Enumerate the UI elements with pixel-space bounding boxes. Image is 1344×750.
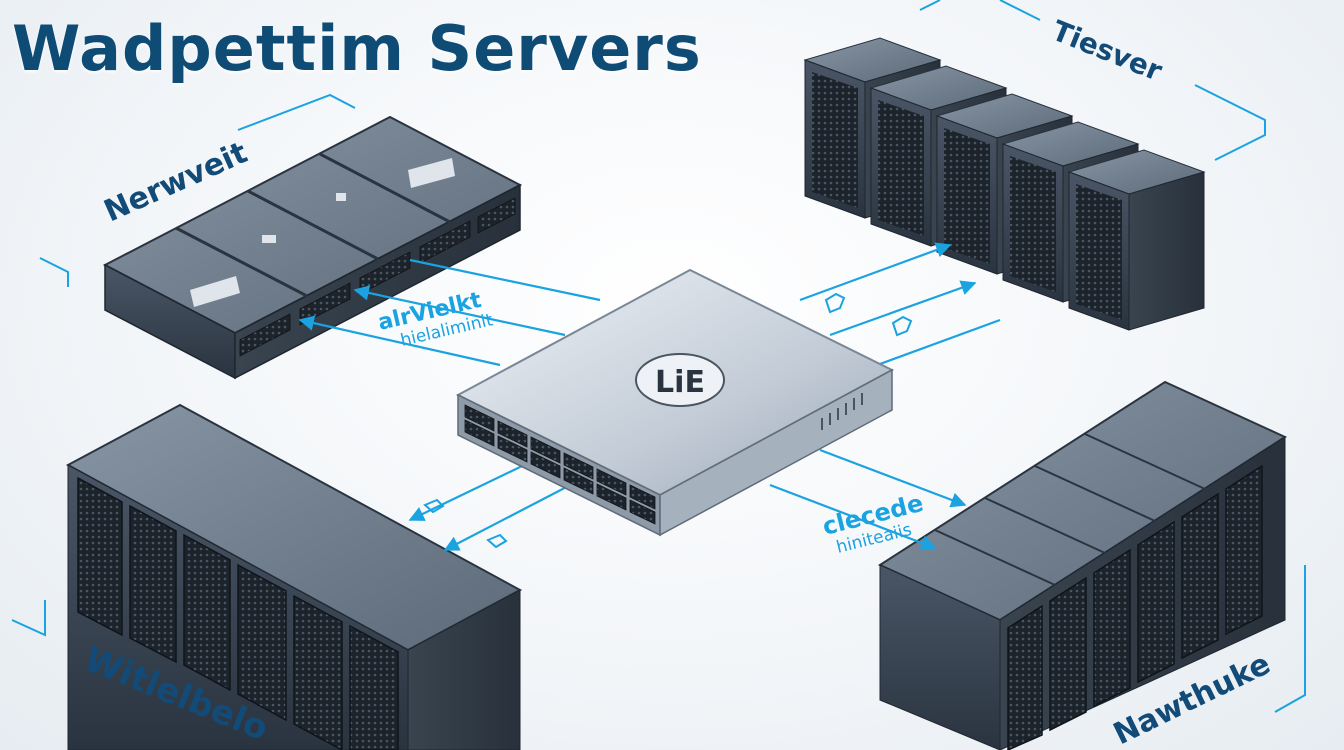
arrow-hub-to-top-right-2 bbox=[829, 280, 977, 337]
rack-cluster-bottom-left bbox=[65, 403, 523, 750]
arrow-hub-to-bottom-right-1 bbox=[769, 483, 937, 551]
arrow-hub-to-bottom-right-2 bbox=[819, 448, 967, 508]
arrow-hub-to-bottom-left-2 bbox=[443, 479, 581, 551]
rack-cluster-bottom-right bbox=[877, 380, 1288, 750]
link-top-left-upper bbox=[409, 258, 601, 302]
tower-cluster-top-right bbox=[803, 37, 1206, 331]
arrow-hub-to-top-left-1 bbox=[353, 285, 566, 337]
page-title: Wadpettim Servers bbox=[12, 12, 702, 85]
network-rack-top-left bbox=[102, 115, 523, 380]
arrow-hub-to-top-left-2 bbox=[298, 315, 501, 367]
central-hub-switch: LiE bbox=[455, 268, 895, 537]
label-top-right: Tiesver bbox=[1047, 14, 1167, 88]
arrow-hub-to-top-right-1 bbox=[799, 242, 952, 302]
hub-logo-badge bbox=[635, 353, 725, 407]
connector-glyphs bbox=[423, 292, 913, 549]
hub-logo-text: LiE bbox=[655, 365, 705, 400]
